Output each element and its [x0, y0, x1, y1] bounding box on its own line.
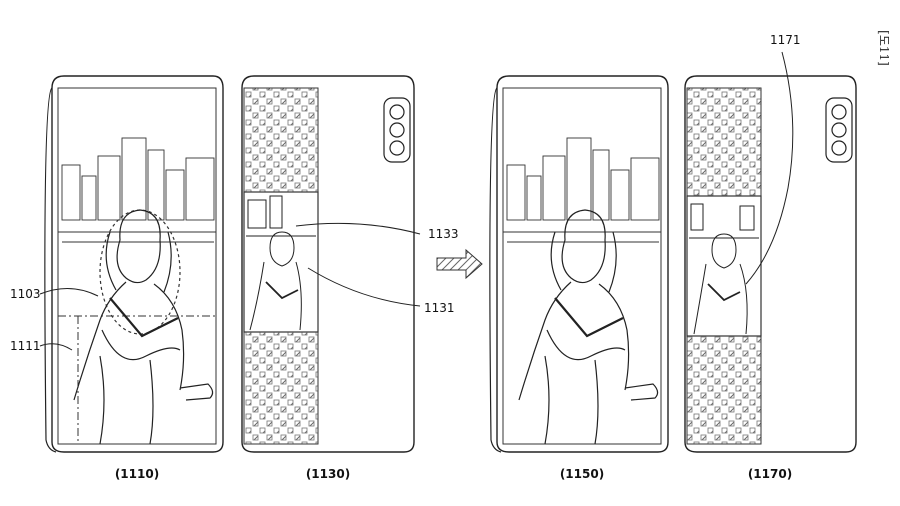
camera-module: [825, 97, 853, 163]
frame-1110: [44, 75, 224, 453]
caption-1170: (1170): [748, 467, 792, 481]
city-skyline: [58, 137, 216, 243]
frame-1150: [489, 75, 669, 453]
camera-lens-2: [389, 122, 405, 138]
camera-lens-1: [389, 104, 405, 120]
label-1111: 1111: [10, 339, 41, 353]
label-1103: 1103: [10, 287, 41, 301]
frame-1170: [684, 75, 857, 453]
device-hinge: [489, 87, 502, 453]
roi-outline: [99, 209, 181, 335]
screen: [57, 87, 217, 445]
page-marker: [도11]: [877, 30, 891, 66]
device-body: [241, 75, 415, 453]
preview-window: [686, 195, 762, 337]
camera-lens-3: [389, 140, 405, 156]
camera-lens-2: [831, 122, 847, 138]
leader-lines: [39, 51, 794, 351]
leader-1133: [295, 222, 421, 235]
leader-1171: [745, 51, 794, 285]
label-1133: 1133: [428, 227, 459, 241]
device-hinge: [44, 87, 57, 453]
mini-person: [689, 203, 759, 335]
transition-arrow: [436, 248, 483, 280]
frame-1130: [241, 75, 415, 453]
label-1131: 1131: [424, 301, 455, 315]
preview-window: [243, 191, 319, 333]
hatched-area-top: [243, 87, 319, 193]
person-figure: [73, 209, 214, 445]
city-skyline: [503, 137, 661, 243]
hatched-area-bottom: [686, 335, 762, 445]
leader-1111: [39, 343, 73, 351]
caption-1130: (1130): [306, 467, 350, 481]
caption-1150: (1150): [560, 467, 604, 481]
caption-1110: (1110): [115, 467, 159, 481]
camera-lens-3: [831, 140, 847, 156]
leader-1131: [307, 267, 421, 307]
screen: [502, 87, 662, 445]
label-1171: 1171: [770, 33, 801, 47]
mini-person: [246, 195, 316, 331]
camera-lens-1: [831, 104, 847, 120]
device-body: [496, 75, 669, 453]
hatched-area-top: [686, 87, 762, 197]
device-body: [684, 75, 857, 453]
camera-module: [383, 97, 411, 163]
device-body: [51, 75, 224, 453]
person-figure: [518, 209, 659, 445]
hatched-area-bottom: [243, 331, 319, 445]
leader-1103: [39, 288, 99, 297]
